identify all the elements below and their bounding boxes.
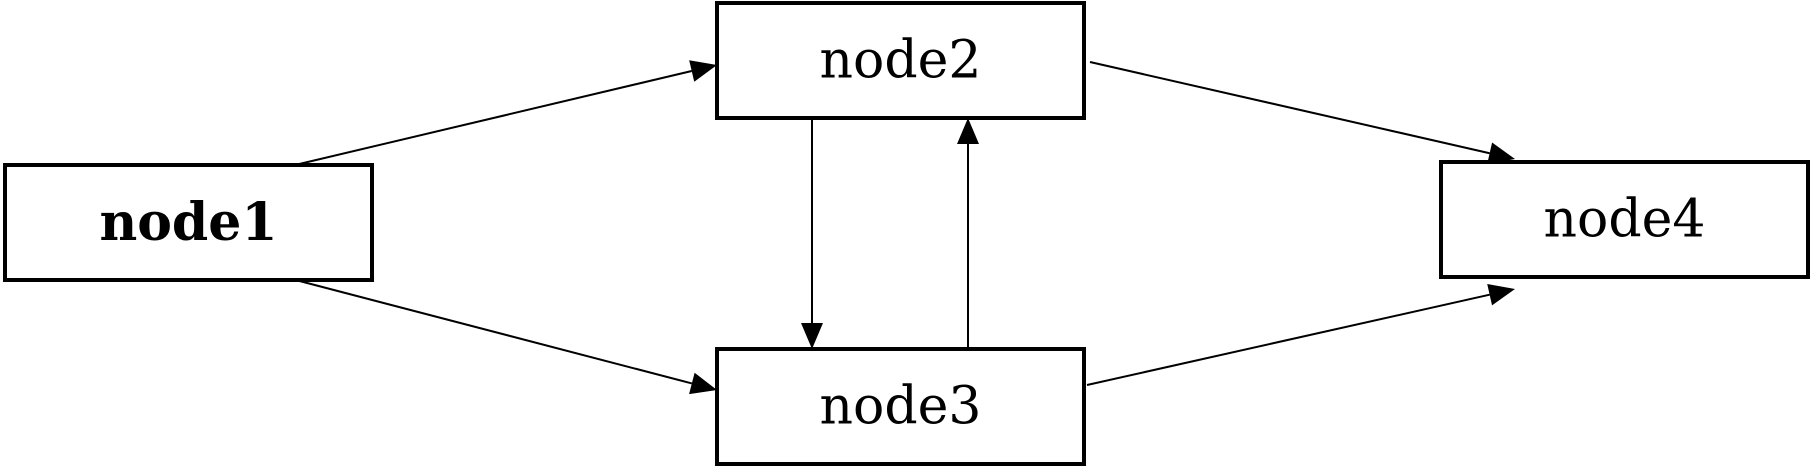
arrowhead-icon bbox=[689, 60, 717, 82]
edge-node3-to-node2 bbox=[957, 118, 979, 349]
arrowhead-icon bbox=[801, 323, 823, 349]
node-node3: node3 bbox=[715, 347, 1086, 466]
edge-line bbox=[1089, 61, 1490, 155]
nodes-layer: node1 node2 node3 node4 bbox=[3, 1, 1810, 466]
node-label: node2 bbox=[820, 31, 982, 91]
node-label: node1 bbox=[99, 192, 277, 253]
edge-line bbox=[287, 277, 693, 385]
edge-node3-to-node4 bbox=[1086, 283, 1515, 386]
node-box bbox=[715, 1, 1086, 120]
arrowhead-icon bbox=[1487, 142, 1515, 164]
edge-node2-to-node4 bbox=[1089, 61, 1515, 164]
arrowhead-icon bbox=[689, 372, 717, 395]
edge-node1-to-node2 bbox=[294, 60, 717, 166]
edge-node2-to-node3 bbox=[801, 118, 823, 349]
node-box bbox=[3, 163, 374, 282]
node-node4: node4 bbox=[1439, 160, 1810, 279]
node-node1: node1 bbox=[3, 163, 374, 282]
edges-layer bbox=[287, 60, 1515, 395]
arrowhead-icon bbox=[1487, 283, 1515, 306]
node-box bbox=[715, 347, 1086, 466]
node-label: node4 bbox=[1544, 190, 1706, 250]
edge-line bbox=[1086, 293, 1490, 386]
node-node2: node2 bbox=[715, 1, 1086, 120]
arrowhead-icon bbox=[957, 118, 979, 144]
edge-node1-to-node3 bbox=[287, 277, 717, 395]
node-box bbox=[1439, 160, 1810, 279]
node-label: node3 bbox=[820, 377, 982, 437]
edge-line bbox=[294, 70, 692, 166]
